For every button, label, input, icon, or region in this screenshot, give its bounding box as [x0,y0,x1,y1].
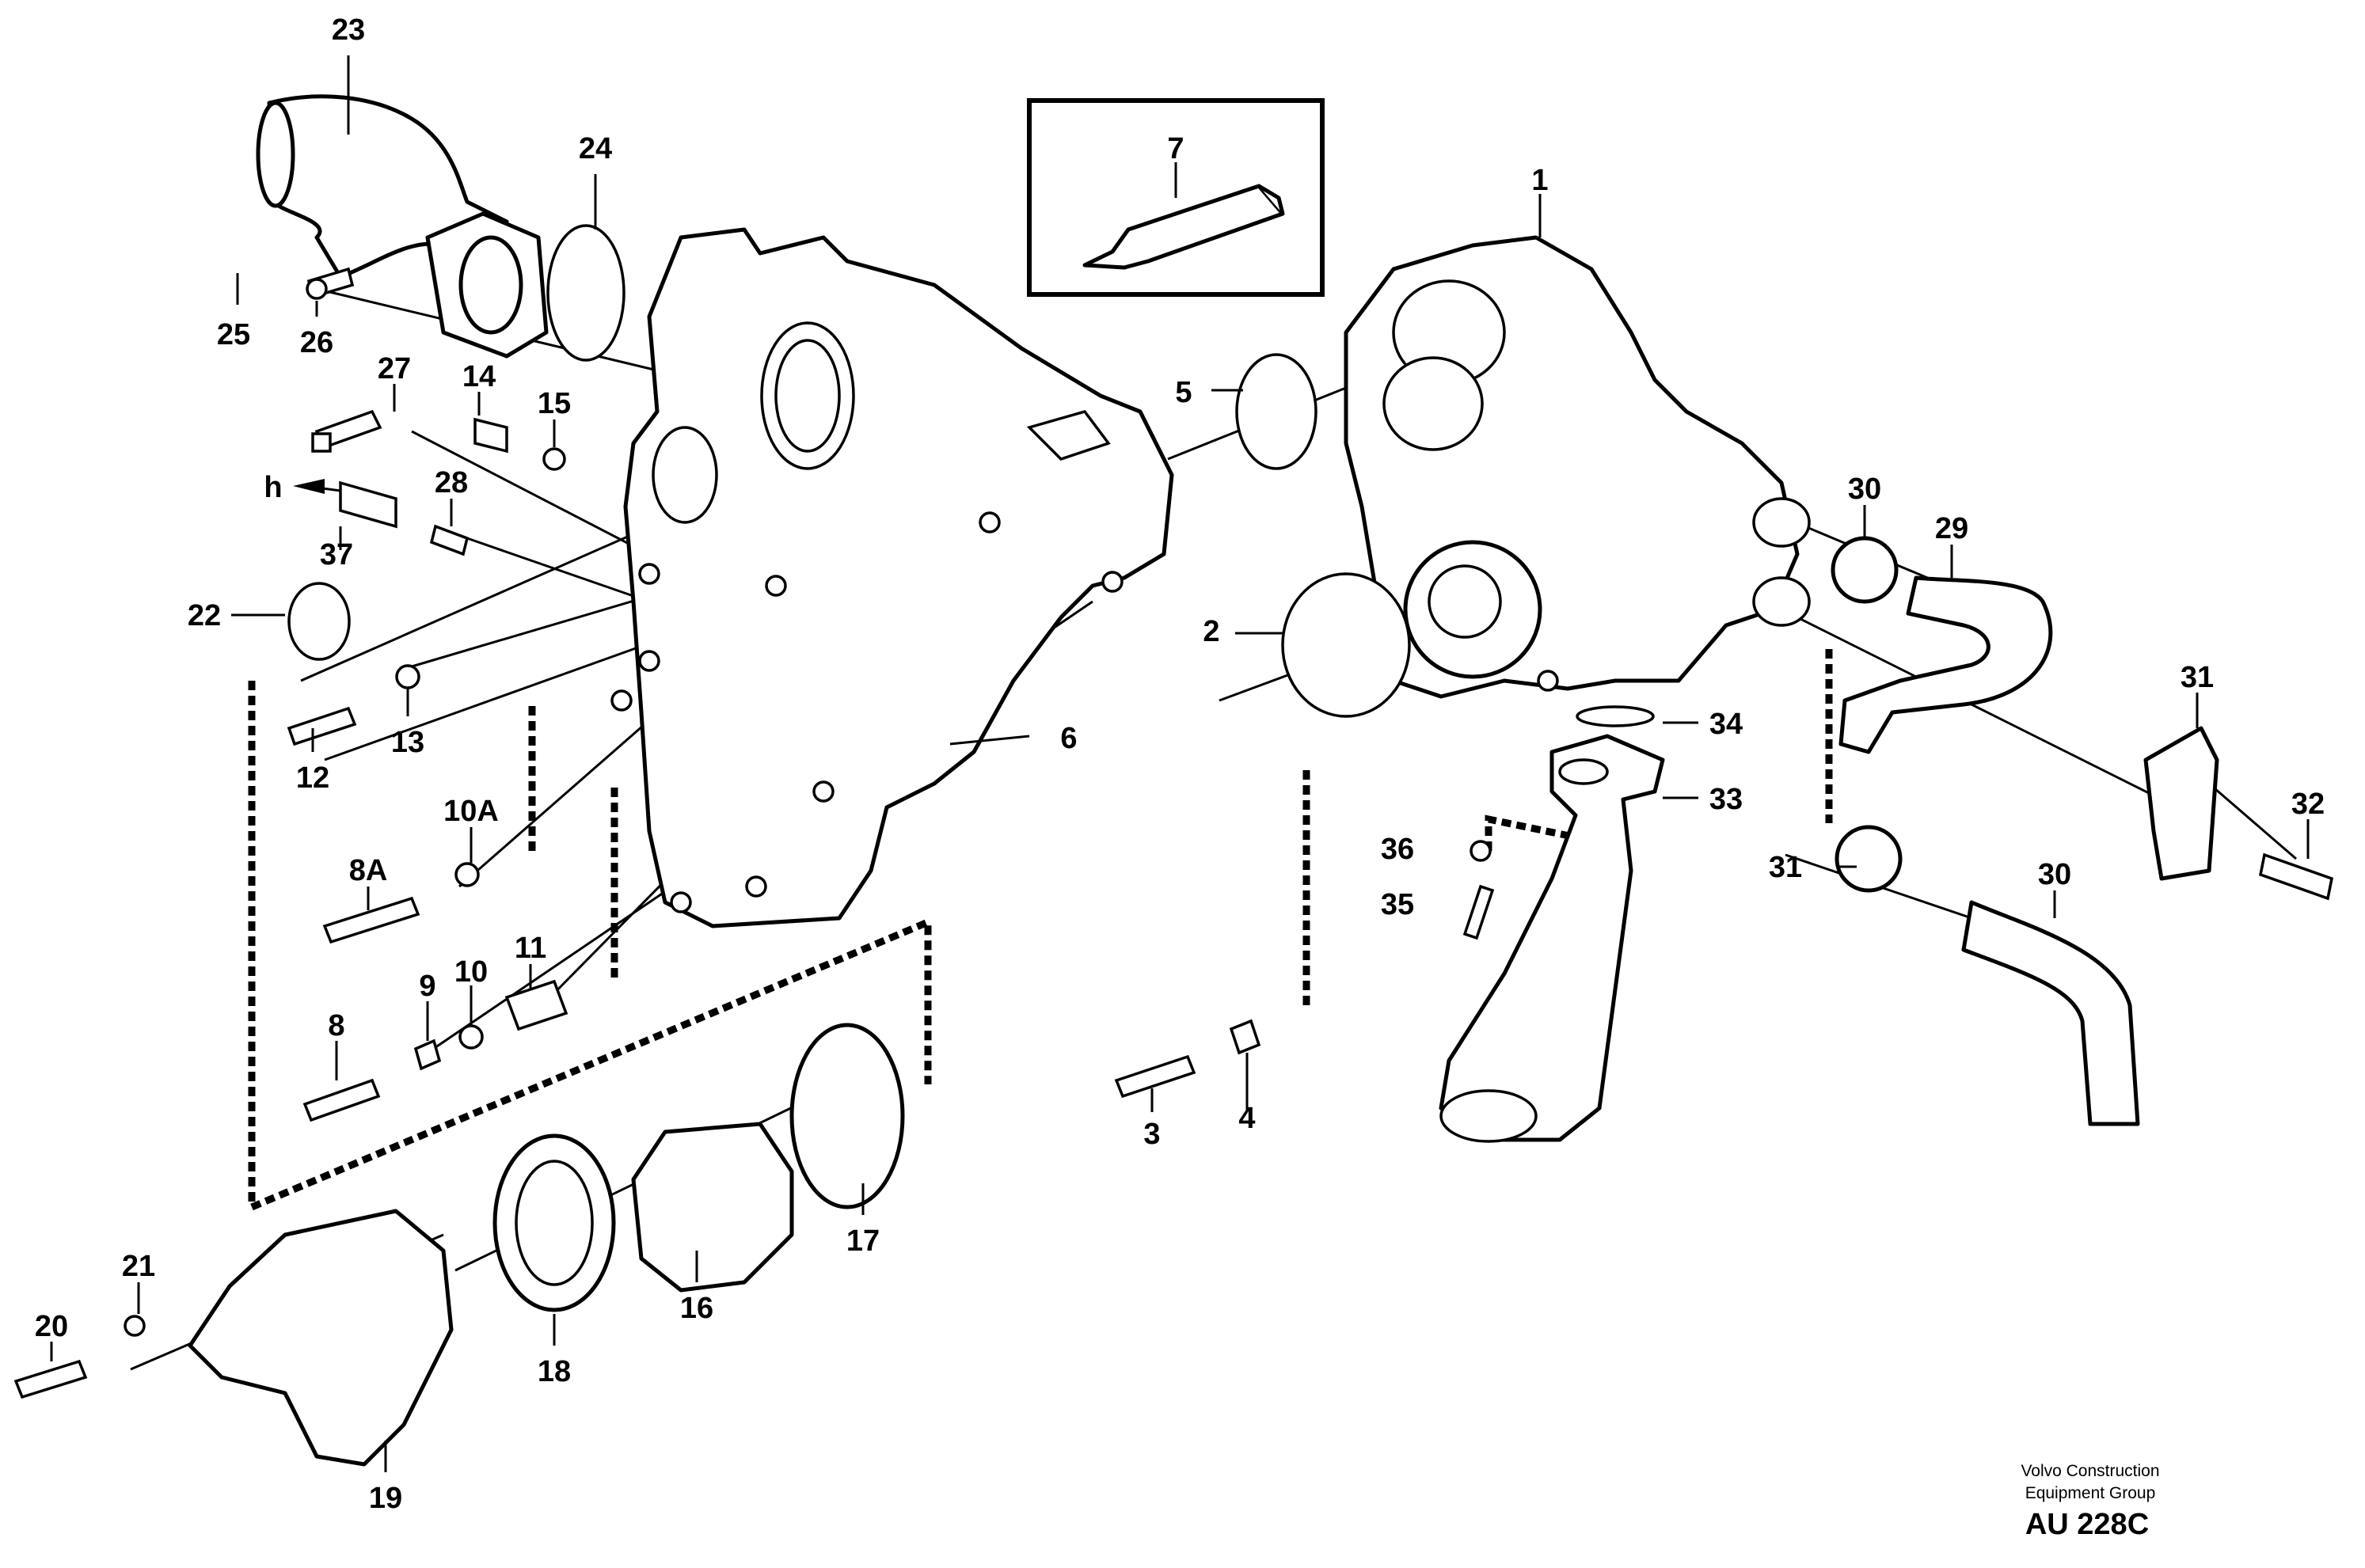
part-20-bolt [13,1359,88,1399]
bracket-left-long [248,681,932,1213]
part-2-o-ring [1281,572,1411,718]
callout-8: 8 [328,1009,344,1042]
part-31-sleeve-lower [1835,825,1903,893]
part-5-o-ring [1235,353,1317,470]
callout-28: 28 [435,466,468,499]
credit-line-1: Volvo Construction [2021,1462,2159,1480]
callout-17: 17 [846,1224,880,1258]
part-36-bolt [1462,884,1495,940]
callout-1: 1 [1531,164,1548,197]
callout-10: 10 [454,955,488,989]
callout-22: 22 [188,599,221,632]
callout-8a: 8A [349,854,388,887]
callout-18: 18 [538,1355,571,1388]
callout-33: 32 [2291,788,2325,821]
callout-30-upper: 29 [1935,512,1968,545]
callout-2: 2 [1203,615,1219,648]
leader-lines [50,55,2310,1472]
h-pointer [293,479,341,494]
callout-21: 21 [122,1250,155,1283]
part-19-cover [188,1209,454,1467]
part-18-seal-inner [515,1160,594,1286]
callout-32: 31 [2181,661,2214,694]
callout-37: 36 [1381,833,1414,866]
callout-14: 14 [462,360,496,393]
part-7-sealant-box [1027,98,1325,297]
part-33-bolt [2258,852,2334,901]
part-27-connector [311,432,332,453]
part-9-washer [413,1038,442,1071]
part-28-nipple [429,524,470,556]
callout-labels: 1 2 3 4 5 6 7 8 8A 9 10 10A 11 12 13 14 … [35,13,2325,1515]
callout-12: 12 [296,761,329,795]
drawing-code: AU 228C [2025,1508,2149,1541]
callout-36: 35 [1381,888,1414,921]
part-15-washer [542,447,566,471]
part-16-thermostat [631,1122,794,1293]
callout-19: 19 [369,1482,402,1515]
axis-lines [130,287,2297,1371]
part-1-water-pump [1344,235,1811,699]
part-17-circlip [789,1023,905,1209]
part-4-washer [1229,1019,1261,1055]
part-8a-bolt [322,896,420,944]
callout-35: 34 [1709,708,1743,741]
part-10a-washer [454,862,480,887]
callout-20: 20 [35,1310,68,1343]
part-11-sleeve [504,979,568,1031]
part-34-pipe [1439,734,1665,1143]
part-31-sleeve-upper [1831,536,1899,604]
callout-30-lower: 30 [2038,858,2071,891]
part-32-bracket [2143,726,2219,881]
callout-11: 11 [515,932,546,965]
part-30-hose-upper [1838,575,2053,754]
callout-16: 16 [680,1292,713,1325]
callout-3: 3 [1143,1118,1160,1151]
credit-line-2: Equipment Group [2025,1484,2156,1502]
callout-31-upper: 30 [1848,473,1881,506]
callout-9: 9 [419,970,435,1003]
callout-24: 24 [579,132,612,165]
callout-25: 25 [217,318,250,351]
part-29-hose [339,480,397,529]
fasteners [13,267,2334,1399]
part-12-bolt [287,706,357,746]
part-26-washer [306,278,328,300]
callout-34: 33 [1709,783,1743,816]
part-35-gasket [1576,705,1655,727]
part-24-o-ring [546,224,625,362]
part-10-washer [458,1024,484,1050]
callout-13: 13 [391,726,424,759]
part-22-o-ring [287,582,351,661]
part-3-bolt [1114,1054,1196,1099]
callout-5: 5 [1175,376,1192,409]
part-13-washer [395,664,420,689]
credit-block: Volvo Construction Equipment Group AU 22… [2021,1462,2159,1541]
part-14-plug [473,417,508,454]
callout-4: 4 [1238,1102,1255,1135]
callout-6: 6 [1060,722,1077,755]
pointer-label-h: h [264,471,282,504]
part-37-washer [1470,840,1492,862]
part-6-housing [610,227,1174,928]
callout-10a: 10A [443,795,499,828]
callout-31-lower: 31 [1769,851,1802,884]
part-23-pipe [256,94,549,359]
callout-29: 37 [320,538,353,571]
part-21-washer [124,1315,146,1337]
callout-27: 27 [378,352,411,385]
callout-23: 23 [332,13,365,47]
callout-26: 26 [300,326,333,359]
callout-7: 7 [1167,132,1184,165]
callout-15: 15 [538,387,571,420]
part-8-bolt [302,1078,381,1122]
part-30-hose-lower [1961,900,2140,1126]
